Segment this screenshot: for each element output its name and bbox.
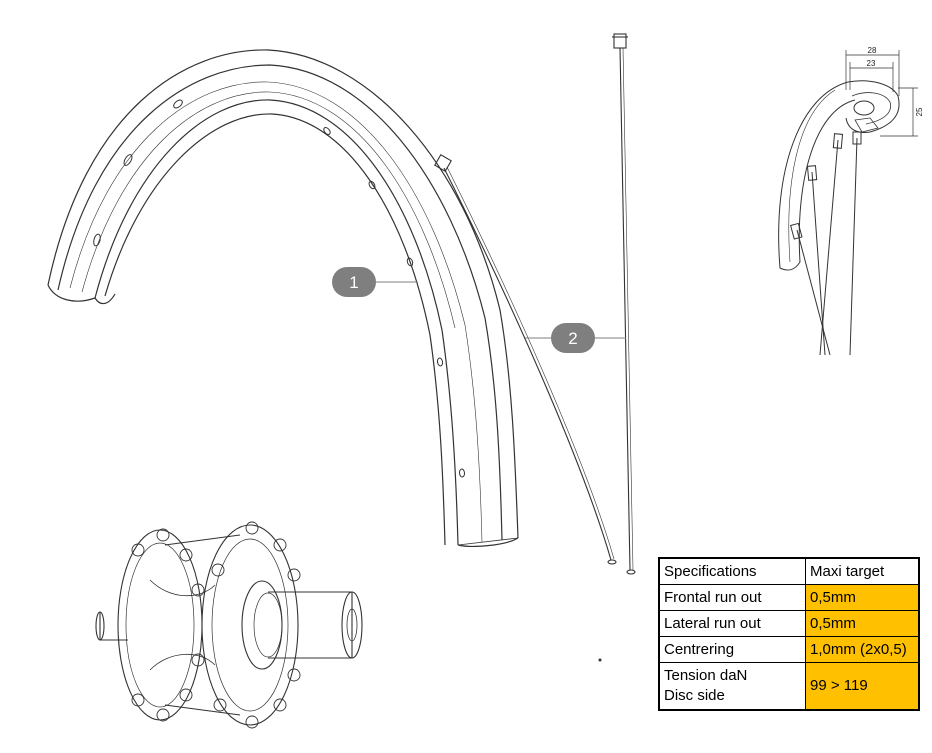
row-label: Centrering <box>658 636 806 664</box>
row-label-multiline: Tension daN Disc side <box>658 662 806 711</box>
callout-1: 1 <box>332 267 418 297</box>
table-row: Frontal run out 0,5mm <box>658 584 920 612</box>
hub-right-flange <box>201 524 299 726</box>
callout-1-label: 1 <box>349 273 358 292</box>
table-row: Centrering 1,0mm (2x0,5) <box>658 636 920 664</box>
row-label: Lateral run out <box>658 610 806 638</box>
stray-dot <box>598 658 602 662</box>
row-label-line-1: Tension daN <box>664 667 748 685</box>
row-label-line-2: Disc side <box>664 687 725 705</box>
row-value: 0,5mm <box>805 610 920 638</box>
spoke-diagonal-nipple <box>434 154 452 172</box>
rim-outer-edge <box>47 49 519 539</box>
row-value: 0,5mm <box>805 584 920 612</box>
dimension-inner-width: 23 <box>867 59 876 68</box>
rim-back-edge <box>57 64 503 541</box>
spoke-diagonal <box>443 167 612 561</box>
rim-inner-edge-2 <box>104 113 446 546</box>
row-label: Frontal run out <box>658 584 806 612</box>
rim-inner-edge <box>94 99 459 546</box>
rim-left-end <box>47 284 116 305</box>
spoke-vertical <box>619 47 631 571</box>
callout-2: 2 <box>525 323 626 353</box>
table-row: Lateral run out 0,5mm <box>658 610 920 638</box>
hub-left-flange <box>117 529 203 721</box>
specifications-table: Specifications Maxi target Frontal run o… <box>658 557 920 711</box>
hub-end-cap <box>268 591 353 659</box>
table-row: Tension daN Disc side 99 > 119 <box>658 662 920 711</box>
rim-channel-line-2 <box>81 91 456 329</box>
rim-right-end <box>457 537 519 547</box>
header-specifications: Specifications <box>658 557 806 586</box>
header-maxi-target: Maxi target <box>805 557 920 586</box>
hub-drawing <box>95 521 363 729</box>
dimension-lines <box>845 50 918 137</box>
spoke-vertical-nipple <box>613 33 627 49</box>
dimension-outer-width: 28 <box>868 46 877 55</box>
table-header-row: Specifications Maxi target <box>658 557 920 586</box>
rim-section-detail <box>778 50 918 356</box>
rim-drawing <box>47 49 519 547</box>
rim-channel-line <box>69 81 483 543</box>
spoke-drawing <box>434 33 636 575</box>
callout-2-label: 2 <box>568 329 577 348</box>
dimension-height: 25 <box>915 107 924 116</box>
rim-spoke-holes <box>93 99 466 478</box>
row-value: 99 > 119 <box>805 662 920 711</box>
row-value: 1,0mm (2x0,5) <box>805 636 920 664</box>
